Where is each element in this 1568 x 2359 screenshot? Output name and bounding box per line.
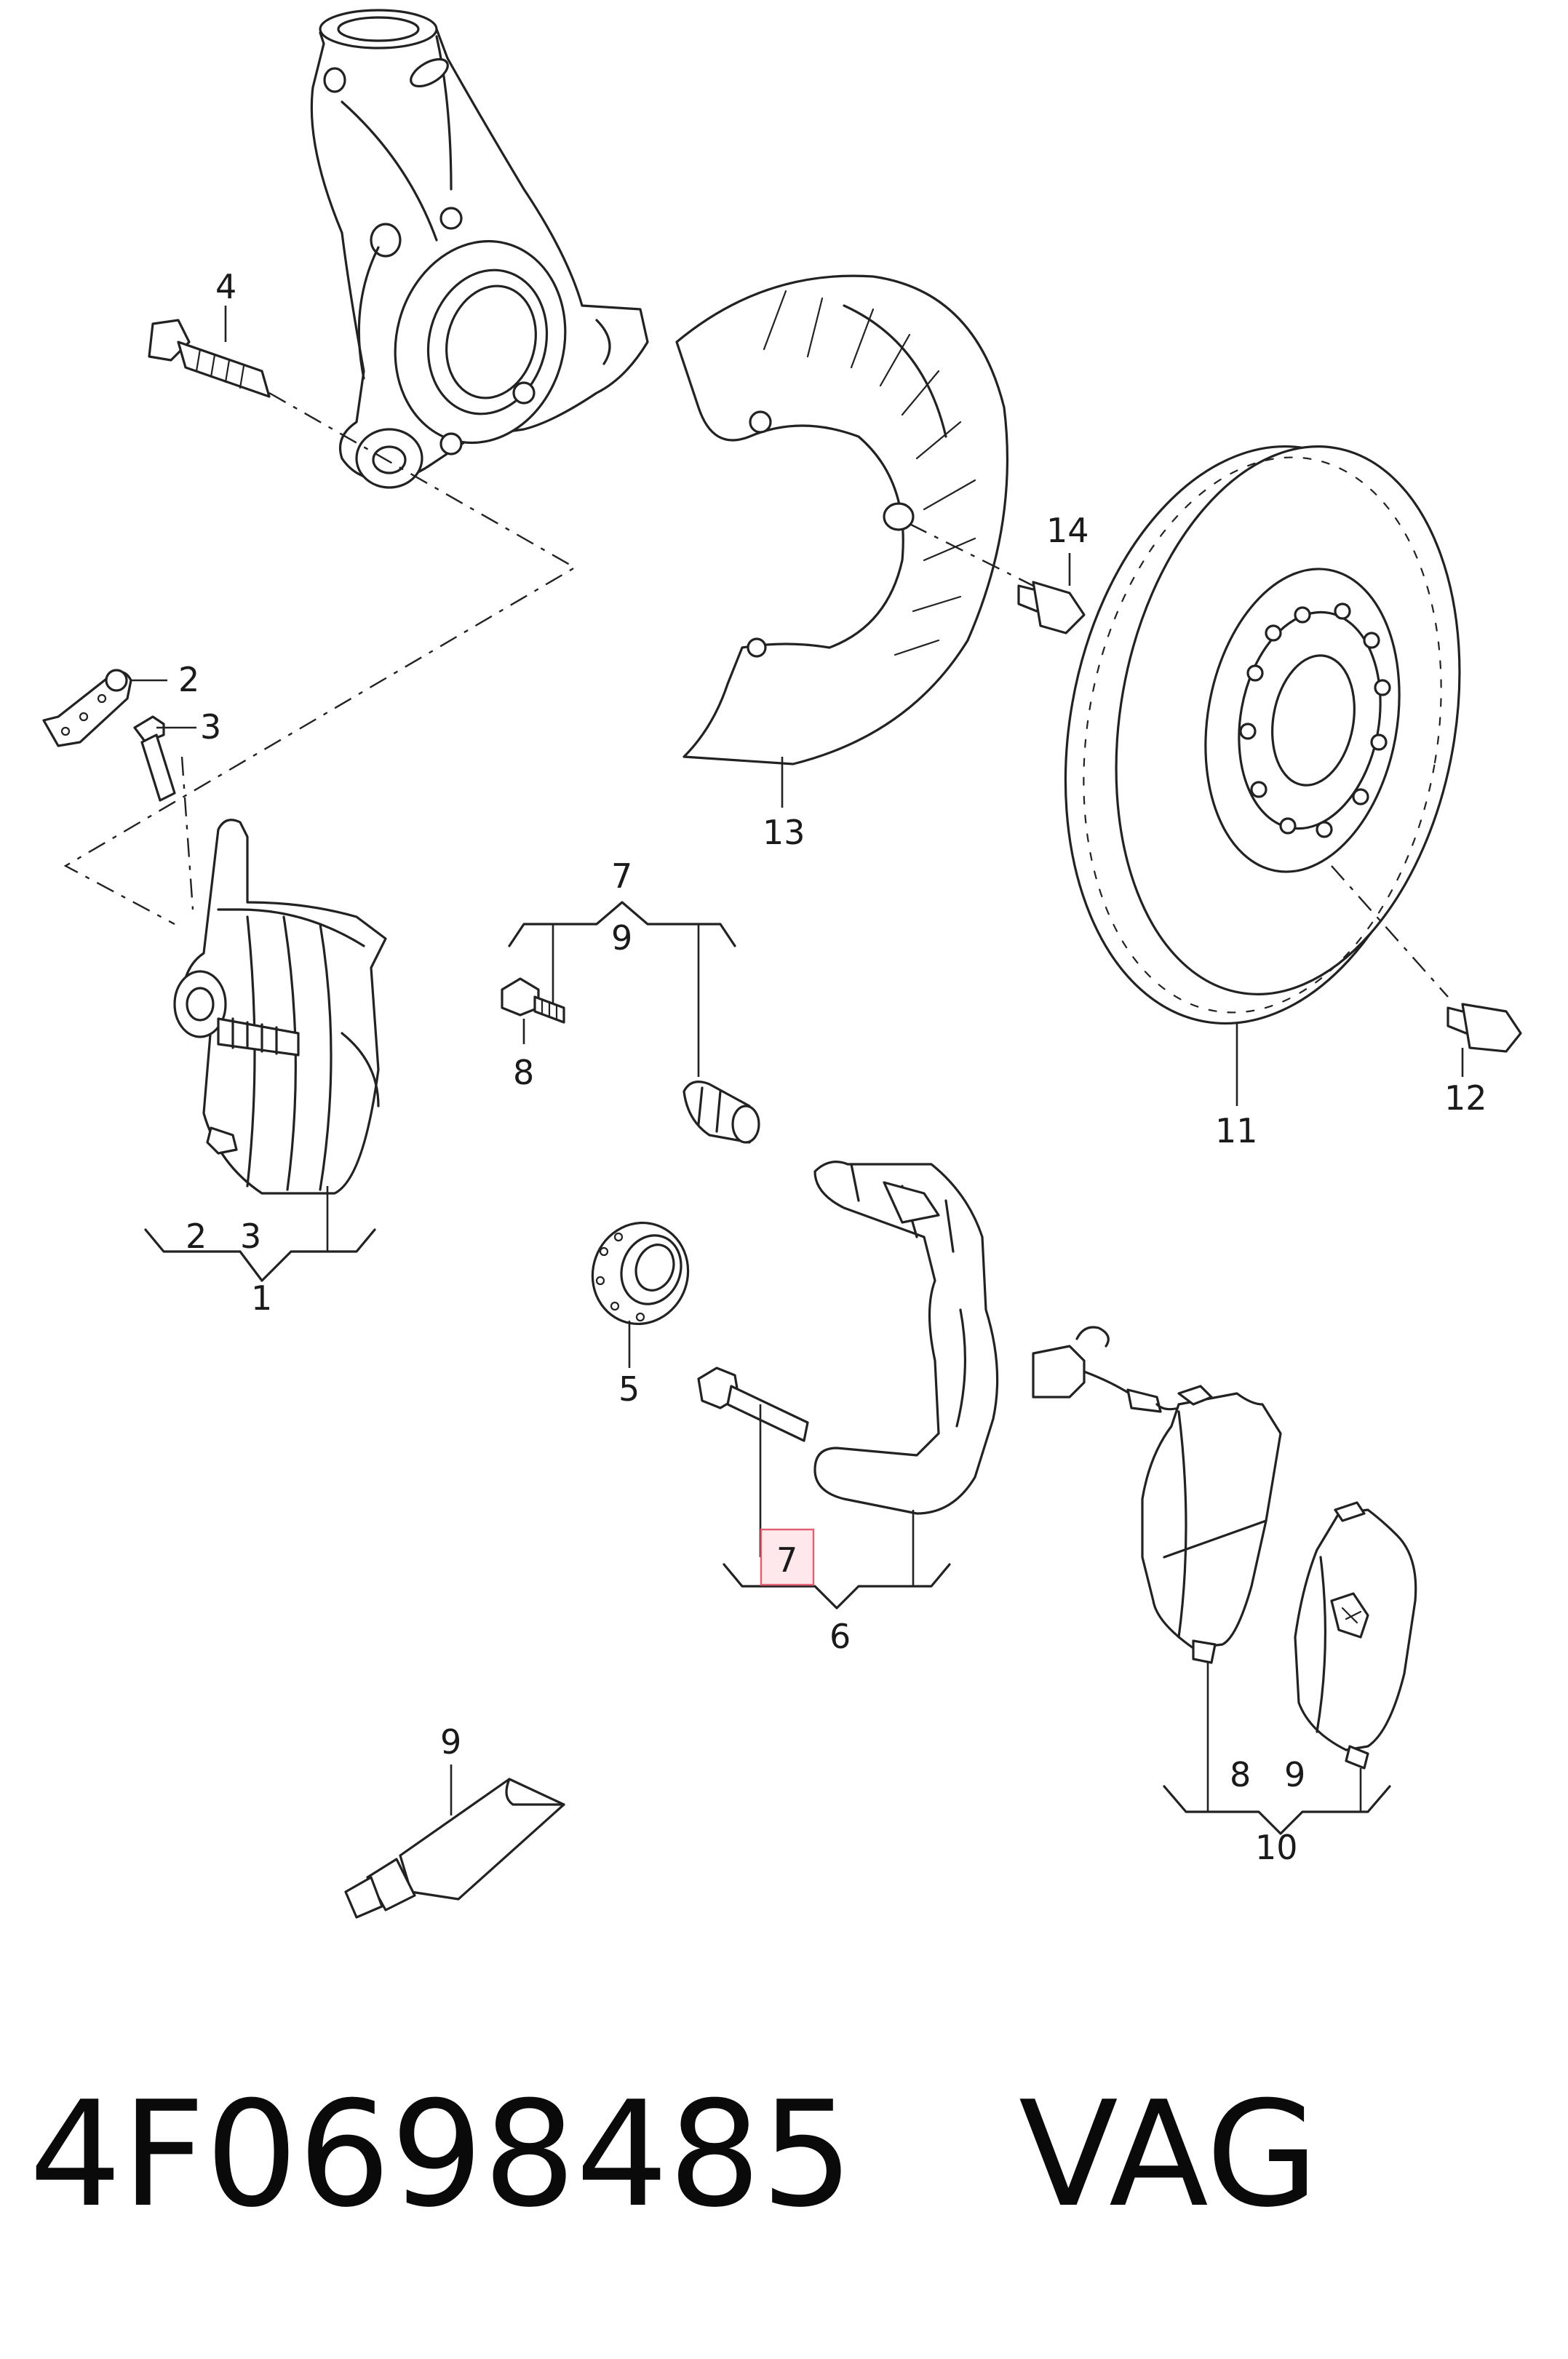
callout-11: 11 — [1215, 1111, 1258, 1150]
disc-screw-12 — [1331, 865, 1522, 1077]
callout-1: 1 — [251, 1278, 272, 1318]
callout-caliper-sub-3: 3 — [240, 1217, 261, 1256]
callout-caliper-sub-2: 2 — [186, 1217, 207, 1256]
pads-assembly-bracket — [1163, 1785, 1391, 1835]
part-number: 4F0698485 — [29, 2070, 853, 2240]
callout-10: 10 — [1255, 1828, 1298, 1867]
callout-4: 4 — [215, 267, 236, 306]
grease-tube-9 — [344, 1765, 565, 1919]
brake-dust-shield — [675, 274, 1009, 808]
steering-knuckle — [310, 9, 649, 489]
brake-caliper — [173, 819, 387, 1252]
caliper-assembly-bracket — [144, 1228, 376, 1282]
brake-pad-outer — [1294, 1501, 1417, 1812]
callout-3: 3 — [200, 707, 221, 747]
guide-kit-bracket — [508, 901, 736, 1077]
callout-pads-sub-9: 9 — [1284, 1755, 1305, 1794]
callout-14: 14 — [1046, 511, 1089, 550]
shield-screw-14 — [909, 522, 1086, 634]
callout-guide-bolt-8: 8 — [513, 1053, 534, 1092]
pad-wear-sensor — [1032, 1326, 1180, 1413]
brake-disc — [1064, 445, 1461, 1106]
callout-13: 13 — [763, 813, 805, 852]
callout-carrier-sub-7: 7 — [776, 1540, 797, 1580]
callout-labels: 4 2 3 2 3 1 13 14 11 12 7 9 8 5 7 6 9 8 … — [178, 267, 1487, 1867]
callout-6: 6 — [829, 1617, 851, 1656]
callout-guide-set-7: 7 — [611, 856, 632, 896]
guide-bolt-8 — [501, 977, 565, 1044]
callout-guide-set-9: 9 — [611, 918, 632, 958]
bleed-screw-3 — [133, 715, 196, 802]
assembly-leader-dashed — [180, 756, 194, 910]
callout-grease-9: 9 — [440, 1722, 461, 1762]
brand-name: VAG — [1019, 2070, 1318, 2240]
callout-2: 2 — [178, 660, 199, 699]
highlighted-callout-box — [760, 1528, 815, 1586]
piston-seal-5 — [591, 1221, 690, 1368]
callout-5: 5 — [618, 1369, 640, 1409]
brake-pad-inner — [1141, 1385, 1282, 1812]
guide-sleeve — [682, 1081, 760, 1144]
bleed-valve-cap-2 — [42, 669, 167, 747]
callout-pads-sub-8: 8 — [1230, 1755, 1251, 1794]
knuckle-bolt-4 — [148, 306, 271, 398]
carrier-assembly-bracket — [723, 1563, 951, 1610]
caliper-carrier-6 — [813, 1161, 999, 1586]
assembly-leader-dashed — [63, 391, 577, 926]
carrier-bolt — [697, 1367, 809, 1557]
callout-12: 12 — [1444, 1078, 1487, 1118]
